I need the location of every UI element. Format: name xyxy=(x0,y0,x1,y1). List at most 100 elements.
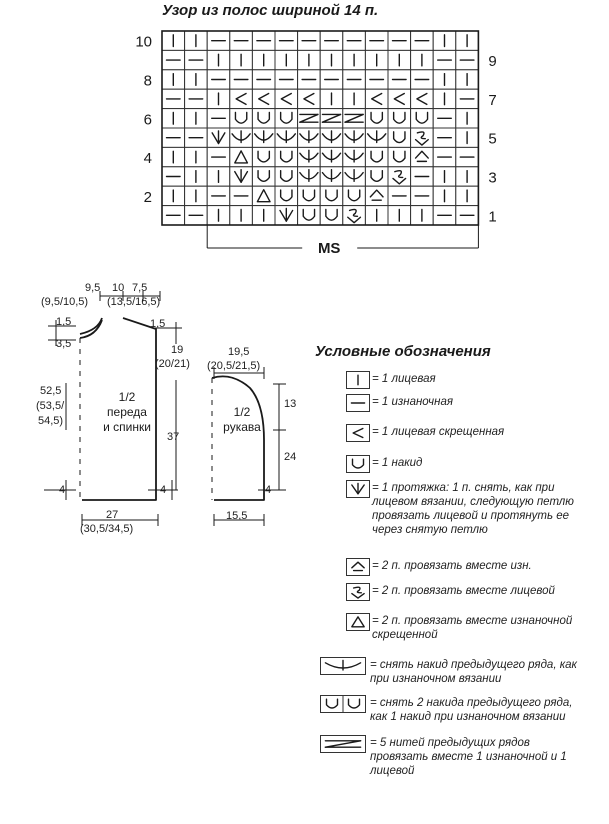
chart-cell xyxy=(432,146,457,168)
chart-title: Узор из полос шириной 14 п. xyxy=(162,2,379,19)
chart-cell xyxy=(387,166,412,187)
dim-length-s2: 54,5) xyxy=(38,415,64,427)
repeat-label: MS xyxy=(318,240,341,257)
k2tog-purl-crossed-icon xyxy=(346,613,370,631)
chart-cell xyxy=(410,88,434,110)
chart-cell xyxy=(297,185,321,207)
dim-sleeve-top-sizes: (20,5/21,5) xyxy=(207,360,261,372)
dim-sleeve-cap: 13 xyxy=(284,398,297,410)
chart-cell xyxy=(342,185,366,207)
dim-length: 52,5 xyxy=(40,385,62,397)
chart-cell xyxy=(319,185,344,207)
chart-cell xyxy=(319,108,344,129)
chart-cell xyxy=(342,69,366,90)
row-number: 10 xyxy=(135,34,152,51)
chart-cell xyxy=(342,49,366,71)
chart-cell xyxy=(364,185,389,207)
chart-cell xyxy=(387,30,412,51)
chart-cell xyxy=(342,166,366,187)
chart-cell xyxy=(364,30,389,51)
chart-cell xyxy=(319,205,344,226)
dim-neck-side: 1,5 xyxy=(56,316,72,328)
chart-cell xyxy=(319,88,344,110)
chart-cell xyxy=(364,88,389,110)
chart-cell xyxy=(432,127,457,148)
dim-sleeve-rib: 4 xyxy=(265,484,272,496)
chart-cell xyxy=(410,205,434,226)
body-piece-label: 1/2 переда и спинки xyxy=(103,390,151,434)
legend-text: = 1 лицевая скрещенная xyxy=(372,426,505,438)
dim-shoulder-drop: 1,5 xyxy=(150,318,166,330)
dim-top-b: 10 xyxy=(112,282,125,294)
chart-cell xyxy=(455,49,479,71)
chart-cell xyxy=(297,108,321,129)
chart-cell xyxy=(455,30,479,51)
chart-cell xyxy=(364,69,389,90)
chart-cell xyxy=(274,205,299,226)
chart-cell xyxy=(432,30,457,51)
chart-cell xyxy=(455,69,479,90)
legend-text: = 1 лицевая xyxy=(372,373,436,385)
chart-cell xyxy=(455,88,479,110)
row-number: 7 xyxy=(488,92,496,109)
chart-cell xyxy=(387,185,412,207)
chart-cell xyxy=(364,205,389,226)
row-number: 6 xyxy=(144,111,152,128)
chart-cell xyxy=(319,30,344,51)
chart-cell xyxy=(364,49,389,71)
chart-cell xyxy=(432,88,457,110)
chart-cell xyxy=(319,146,344,168)
chart-cell xyxy=(432,205,457,226)
sleeve-outline xyxy=(211,375,265,501)
dim-neck-depth: 3,5 xyxy=(56,338,72,350)
chart-cell xyxy=(455,127,479,148)
dim-top-sizes-b: (13,5/16,5) xyxy=(107,296,161,308)
dim-rib-right: 4 xyxy=(160,484,167,496)
chart-cell xyxy=(184,205,208,226)
chart-cell xyxy=(342,30,366,51)
chart-cell xyxy=(410,146,434,168)
chart-cell xyxy=(410,166,434,187)
dim-top-sizes-a: (9,5/10,5) xyxy=(41,296,89,308)
chart-cell xyxy=(364,108,389,129)
chart-cell xyxy=(432,166,457,187)
chart-cell xyxy=(229,127,253,148)
chart-cell xyxy=(387,127,412,148)
chart-cell xyxy=(455,205,479,226)
legend-text: = снять 2 накида предыдущего ряда, как 1… xyxy=(370,697,573,723)
chart-cell xyxy=(387,69,412,90)
chart-cell xyxy=(455,166,479,187)
knit-icon xyxy=(346,371,370,389)
chart-cell xyxy=(387,49,412,71)
slip-yo-icon xyxy=(320,657,366,675)
chart-cell xyxy=(455,185,479,207)
dim-sleeve-cuff: 15,5 xyxy=(226,510,248,522)
row-number: 5 xyxy=(488,131,496,148)
legend-text: = снять накид предыдущего ряда, как при … xyxy=(370,659,577,685)
row-number: 9 xyxy=(488,53,496,70)
chart-cell xyxy=(319,69,344,90)
chart-cell xyxy=(274,49,299,71)
row-number: 4 xyxy=(144,150,152,167)
chart-cell xyxy=(387,146,412,168)
chart-cell xyxy=(410,69,434,90)
dim-length-s1: (53,5/ xyxy=(36,400,65,412)
dim-sleeve-top: 19,5 xyxy=(228,346,250,358)
chart-cell xyxy=(387,88,412,110)
chart-cell xyxy=(410,30,434,51)
row-number: 3 xyxy=(488,170,496,187)
chart-cell xyxy=(410,127,434,148)
legend-text: = 1 изнаночная xyxy=(372,396,453,408)
legend-text: = 1 протяжка: 1 п. снять, как при лицево… xyxy=(372,482,574,536)
chart-cell xyxy=(410,185,434,207)
purl-icon xyxy=(346,394,370,412)
dim-top-a: 9,5 xyxy=(85,282,101,294)
k2tog-purl-icon xyxy=(346,558,370,576)
chart-cell xyxy=(274,146,299,168)
chart-cell xyxy=(455,146,479,168)
pull-through-icon xyxy=(346,480,370,498)
legend-text: = 1 накид xyxy=(372,457,423,469)
chart-cell xyxy=(342,88,366,110)
chart-cell xyxy=(410,108,434,129)
